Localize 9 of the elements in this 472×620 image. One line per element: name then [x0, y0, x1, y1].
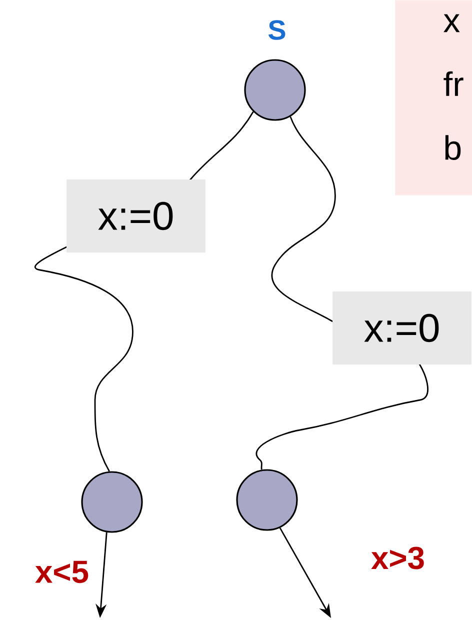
update-label: x:=0 [332, 292, 472, 364]
update-label: x:=0 [66, 180, 206, 252]
note-box: x fr b [395, 0, 472, 196]
guard-label: x<5 [35, 560, 88, 584]
state-name: S [268, 20, 286, 40]
state-circle [236, 469, 298, 531]
state-circle [81, 471, 143, 533]
state-circle [244, 59, 306, 121]
guard-label: x>3 [371, 546, 424, 570]
